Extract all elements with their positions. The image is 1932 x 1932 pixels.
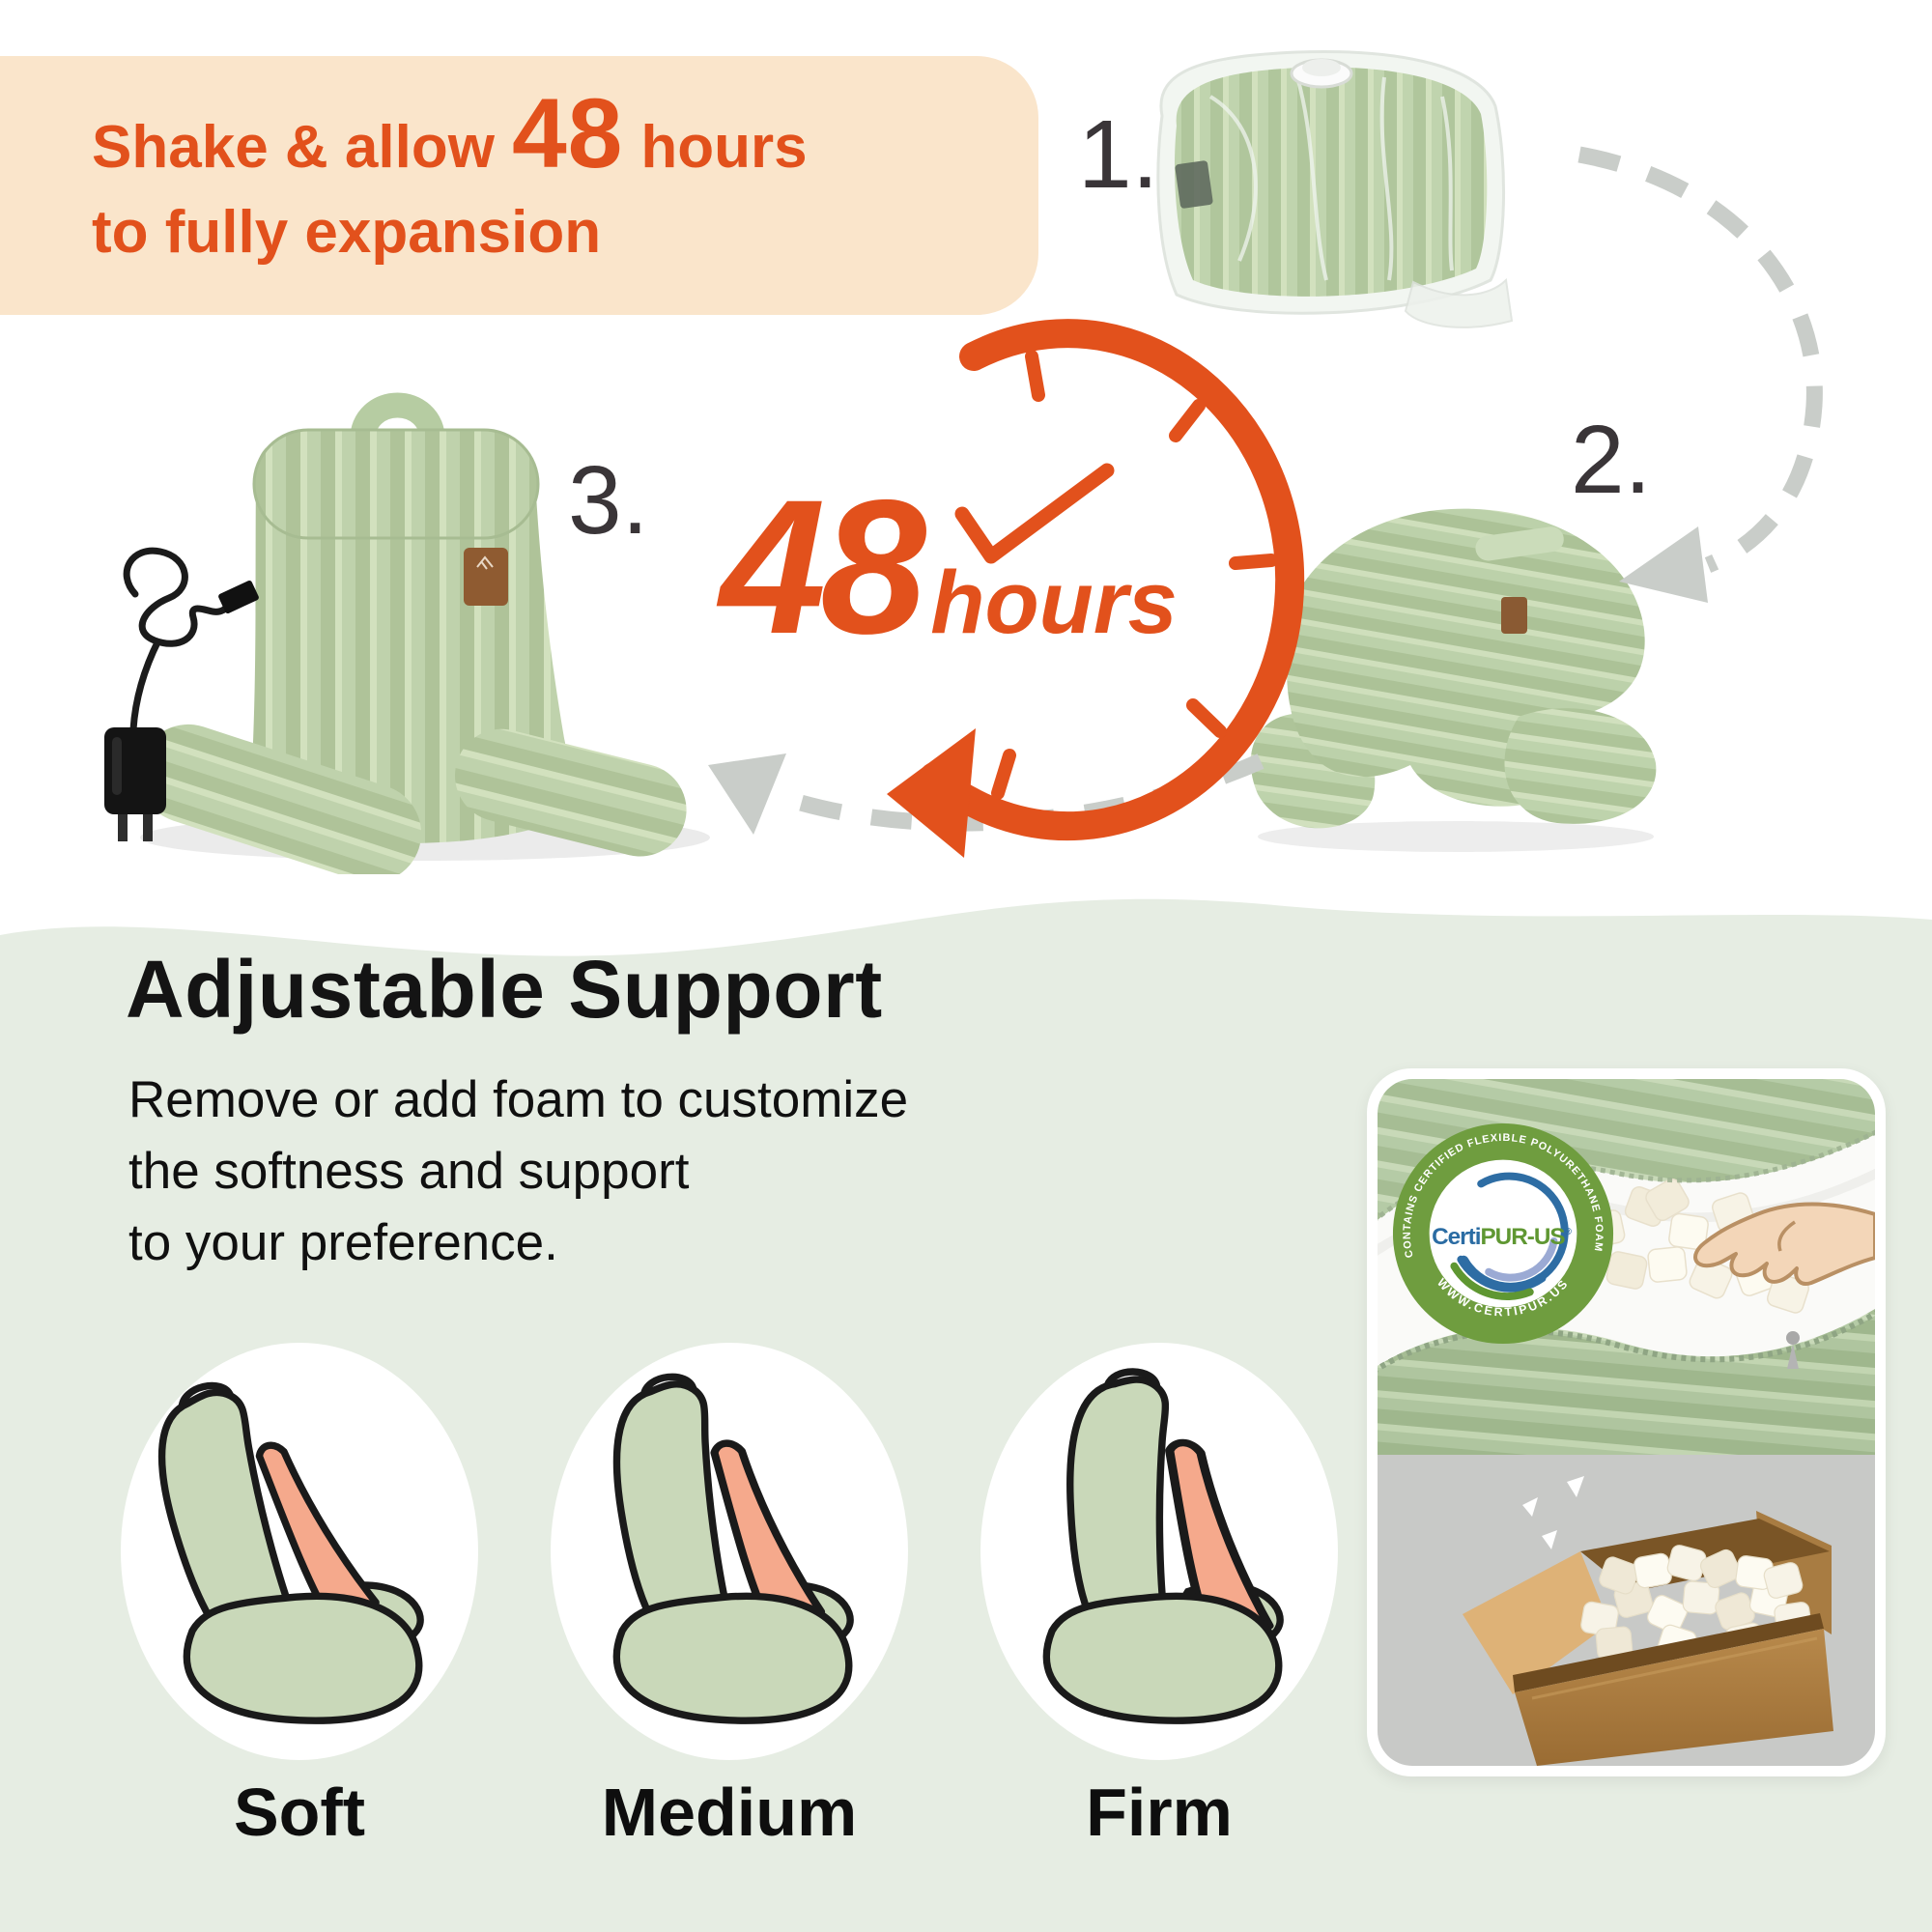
zipper-teeth xyxy=(1378,1310,1875,1373)
option-label-firm: Firm xyxy=(1086,1775,1233,1850)
description-line: Remove or add foam to customize xyxy=(128,1071,909,1128)
description-line: the softness and support xyxy=(128,1143,690,1200)
clock-arrow-icon xyxy=(887,728,976,858)
adjustable-title: Adjustable Support xyxy=(126,944,883,1035)
badge-swoosh-icon xyxy=(1450,1172,1569,1300)
softness-option-firm xyxy=(980,1343,1338,1760)
foam-opening-photo xyxy=(1378,1079,1875,1455)
adjustable-description: Remove or add foam to customize the soft… xyxy=(128,1065,908,1279)
description-line: to your preference. xyxy=(128,1214,558,1271)
arrowhead-gray-icon xyxy=(708,753,786,835)
step-3-label: 3. xyxy=(568,446,649,554)
option-illustration xyxy=(1042,1368,1284,1724)
softness-option-medium xyxy=(551,1343,908,1760)
banner-text: hours xyxy=(640,114,808,181)
option-label-soft: Soft xyxy=(233,1775,366,1850)
banner-text: Shake & allow xyxy=(92,114,495,181)
plastic-wrinkles xyxy=(1208,76,1454,281)
option-label-medium: Medium xyxy=(601,1775,858,1850)
hand-icon xyxy=(1693,1202,1875,1286)
power-adapter-icon xyxy=(104,547,259,841)
arrowhead-gray-icon xyxy=(1619,526,1708,603)
pillow-handle xyxy=(350,392,445,454)
info-panel xyxy=(1367,1068,1886,1776)
vacuum-bag-photo xyxy=(1123,39,1520,338)
pillow-folded-photo xyxy=(1229,475,1683,862)
info-panel-photos xyxy=(1378,1079,1875,1766)
clock-ticks xyxy=(991,350,1278,800)
hours-callout: 48 hours xyxy=(720,471,1178,663)
zipper-pull-icon xyxy=(1786,1331,1800,1369)
dashed-arrow-step2 xyxy=(1577,146,1823,603)
step-2-label: 2. xyxy=(1571,406,1652,514)
step-1-label: 1. xyxy=(1078,100,1159,209)
brand-tag xyxy=(1501,597,1527,634)
bag-patch xyxy=(1175,160,1213,209)
banner-line-2: to fully expansion xyxy=(92,190,1038,275)
sparkle-icon xyxy=(1522,1476,1584,1549)
certipur-badge: CONTAINS CERTIFIED FLEXIBLE POLYURETHANE… xyxy=(1388,1119,1618,1349)
brand-tag xyxy=(464,548,508,606)
pillow-expanded-photo xyxy=(77,382,753,874)
check-icon xyxy=(954,463,1115,564)
banner-text: to fully expansion xyxy=(92,199,602,266)
option-illustration xyxy=(157,1381,424,1724)
hours-number: 48 xyxy=(720,460,926,673)
hours-unit: hours xyxy=(930,554,1178,652)
softness-option-soft xyxy=(121,1343,478,1760)
option-illustration xyxy=(612,1373,854,1724)
foam-box-photo xyxy=(1378,1455,1875,1766)
banner-highlight-48: 48 xyxy=(511,78,624,188)
badge-name-text: CertiPUR-US® xyxy=(1432,1224,1573,1250)
clock-icon xyxy=(887,319,1305,858)
